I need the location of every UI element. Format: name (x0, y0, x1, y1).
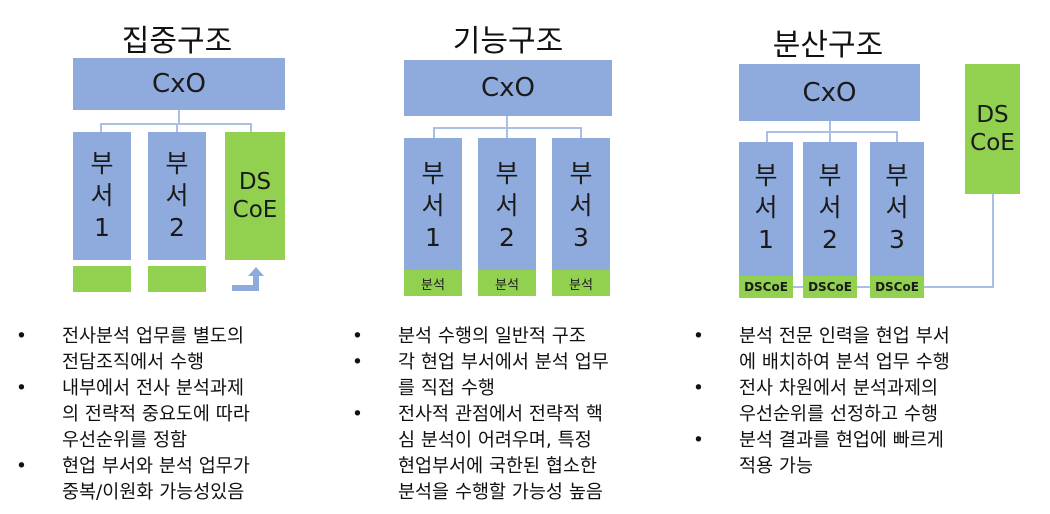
dept-label: 부 (421, 159, 445, 188)
dscoe-tag: DSCoE (870, 276, 924, 298)
bullet-list-distributed: 분석 전문 인력을 현업 부서 에 배치하여 분석 업무 수행 전사 차원에서 … (693, 324, 1043, 480)
dept-label: 2 (822, 225, 838, 254)
connector (992, 194, 994, 288)
bullet-item: 전사 차원에서 분석과제의 우선순위를 선정하고 수행 (693, 376, 1043, 428)
dscoe-tag: DSCoE (803, 276, 857, 298)
dept-label: 서 (495, 191, 519, 220)
connector (766, 131, 898, 133)
analysis-tag: 분석 (478, 270, 536, 296)
dept-label: 3 (889, 225, 905, 254)
cxo-box: CxO (739, 64, 920, 121)
dscoe-label: CoE (970, 130, 1015, 156)
cxo-box: CxO (73, 58, 285, 110)
dept-box-2: 부 서 2 (148, 132, 206, 260)
dscoe-box: DS CoE (225, 132, 285, 260)
title-centralized: 집중구조 (121, 24, 233, 59)
arrow-up-icon (232, 267, 264, 291)
dept-box-1: 부 서 1 (404, 138, 462, 270)
dept-label: 서 (90, 181, 114, 210)
connector (506, 127, 508, 138)
connector (896, 131, 898, 142)
connector (857, 286, 870, 288)
dept-label: 2 (169, 213, 185, 242)
connector (829, 131, 831, 142)
dept-box-3: 부 서 3 (552, 138, 610, 270)
connector (506, 116, 508, 128)
dept-box-2: 부 서 2 (478, 138, 536, 270)
dept-label: 서 (818, 193, 842, 222)
bullet-list-functional: 분석 수행의 일반적 구조 각 현업 부서에서 분석 업무 를 직접 수행 전사… (352, 324, 682, 506)
bullet-list-centralized: 전사분석 업무를 별도의 전담조직에서 수행 내부에서 전사 분석과제 의 전략… (16, 324, 336, 506)
dept-label: 1 (425, 223, 441, 252)
dept-label: 부 (818, 161, 842, 190)
dscoe-label: DS (238, 169, 272, 195)
analysis-slot-empty (73, 266, 131, 292)
bullet-item: 각 현업 부서에서 분석 업무 를 직접 수행 (352, 350, 682, 402)
dept-label: 서 (885, 193, 909, 222)
dept-label: 부 (754, 161, 778, 190)
bullet-item: 전사분석 업무를 별도의 전담조직에서 수행 (16, 324, 336, 376)
connector (766, 131, 768, 142)
dscoe-label: CoE (232, 197, 278, 223)
connector (176, 123, 178, 132)
cxo-label: CxO (480, 73, 535, 103)
dept-label: 부 (885, 161, 909, 190)
connector (100, 123, 102, 132)
bullet-item: 현업 부서와 분석 업무가 중복/이원화 가능성있음 (16, 454, 336, 506)
cxo-label: CxO (802, 77, 857, 108)
connector (250, 123, 252, 132)
dept-label: 1 (94, 213, 110, 242)
dept-label: 3 (573, 223, 589, 252)
dscoe-box: DS CoE (965, 64, 1020, 194)
connector (580, 127, 582, 138)
connector (829, 121, 831, 132)
dept-label: 서 (569, 191, 593, 220)
dept-label: 서 (421, 191, 445, 220)
dept-box-2: 부 서 2 (803, 142, 857, 276)
dept-box-1: 부 서 1 (739, 142, 793, 276)
dept-label: 1 (758, 225, 774, 254)
dept-box-1: 부 서 1 (73, 132, 131, 260)
dscoe-tag: DSCoE (739, 276, 793, 298)
connector (433, 127, 435, 138)
bullet-item: 분석 결과를 현업에 빠르게 적용 가능 (693, 428, 1043, 480)
analysis-tag: 분석 (552, 270, 610, 296)
connector (924, 286, 993, 288)
bullet-item: 분석 수행의 일반적 구조 (352, 324, 682, 350)
connector (178, 110, 180, 124)
title-functional: 기능구조 (452, 24, 564, 59)
title-distributed: 분산구조 (772, 28, 884, 63)
dept-label: 부 (90, 149, 114, 178)
connector (793, 286, 803, 288)
cxo-box: CxO (404, 60, 612, 116)
bullet-item: 분석 전문 인력을 현업 부서 에 배치하여 분석 업무 수행 (693, 324, 1043, 376)
analysis-tag: 분석 (404, 270, 462, 296)
dept-label: 부 (495, 159, 519, 188)
analysis-slot-empty (148, 266, 206, 292)
dept-label: 부 (569, 159, 593, 188)
dept-label: 2 (499, 223, 515, 252)
dept-label: 서 (165, 181, 189, 210)
dept-label: 서 (754, 193, 778, 222)
cxo-label: CxO (151, 69, 206, 99)
bullet-item: 전사적 관점에서 전략적 핵 심 분석이 어려우며, 특정 현업부서에 국한된 … (352, 402, 682, 506)
bullet-item: 내부에서 전사 분석과제 의 전략적 중요도에 따라 우선순위를 정함 (16, 376, 336, 454)
dscoe-label: DS (976, 102, 1009, 128)
dept-label: 부 (165, 149, 189, 178)
dept-box-3: 부 서 3 (870, 142, 924, 276)
